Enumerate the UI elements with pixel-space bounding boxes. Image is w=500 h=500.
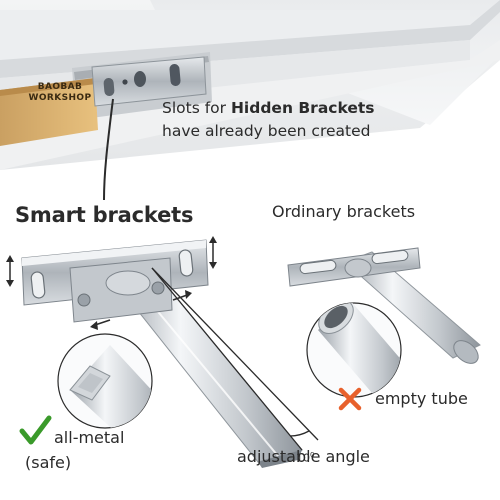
ordinary-bracket — [287, 247, 481, 364]
brand-line-2: WORKSHOP — [28, 93, 92, 103]
note-prefix: Slots for — [162, 99, 231, 117]
adjustable-angle-label: adjustable angle — [237, 447, 370, 466]
angle-value: 100 — [296, 451, 314, 465]
angle-indicator — [151, 267, 319, 451]
check-icon — [19, 415, 52, 445]
callout-line — [103, 98, 114, 201]
note-bold: Hidden Brackets — [230, 99, 375, 117]
installed-bracket-plate — [91, 56, 207, 107]
angle-number: 10 — [296, 451, 310, 465]
safe-label: (safe) — [25, 453, 72, 472]
note-suffix: have already been created — [162, 122, 371, 140]
all-metal-label: all-metal — [54, 428, 125, 447]
cross-icon — [338, 387, 362, 411]
hidden-slots-note: Slots for Hidden Brackets have already b… — [162, 97, 402, 143]
height-adjust-arrows — [6, 236, 217, 287]
brand-line-1: BAOBAB — [37, 82, 83, 92]
smart-brackets-title: Smart brackets — [15, 203, 194, 227]
empty-tube-label: empty tube — [375, 389, 468, 408]
ordinary-brackets-title: Ordinary brackets — [272, 202, 416, 221]
tilt-adjust-arrows — [90, 290, 192, 330]
brand-logo: BAOBAB WORKSHOP — [20, 82, 100, 104]
angle-unit: 0 — [310, 451, 315, 459]
brand-plaque — [0, 78, 98, 146]
smart-bracket — [21, 239, 303, 468]
empty-tube-zoom — [306, 302, 402, 398]
